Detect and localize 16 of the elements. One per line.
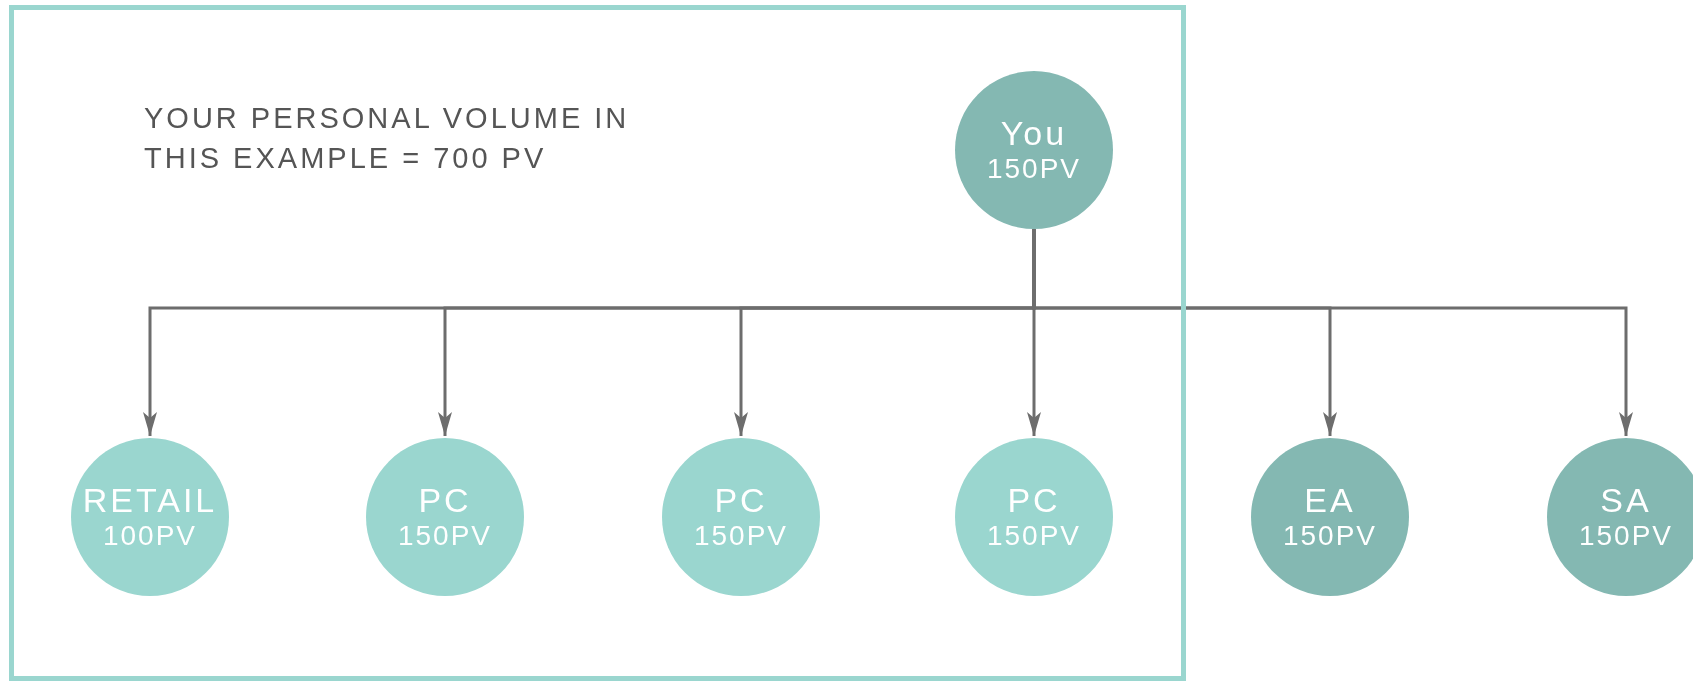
member-label: EA [1304,481,1356,519]
heading-text: YOUR PERSONAL VOLUME IN THIS EXAMPLE = 700 PV [144,101,631,176]
volume-label: 150PV [986,519,1082,553]
member-label: PC [714,481,768,519]
member-label: RETAIL [82,481,218,519]
volume-label: 150PV [397,519,493,553]
volume-label: 150PV [1282,519,1378,553]
volume-label: 100PV [102,519,198,553]
volume-label: 150PV [1578,519,1674,553]
member-label: PC [1007,481,1061,519]
volume-label: 150PV [986,152,1082,186]
volume-label: 150PV [693,519,789,553]
member-label: You [1000,114,1068,152]
example-frame [9,5,1186,681]
member-label: PC [418,481,472,519]
member-label: SA [1600,481,1652,519]
